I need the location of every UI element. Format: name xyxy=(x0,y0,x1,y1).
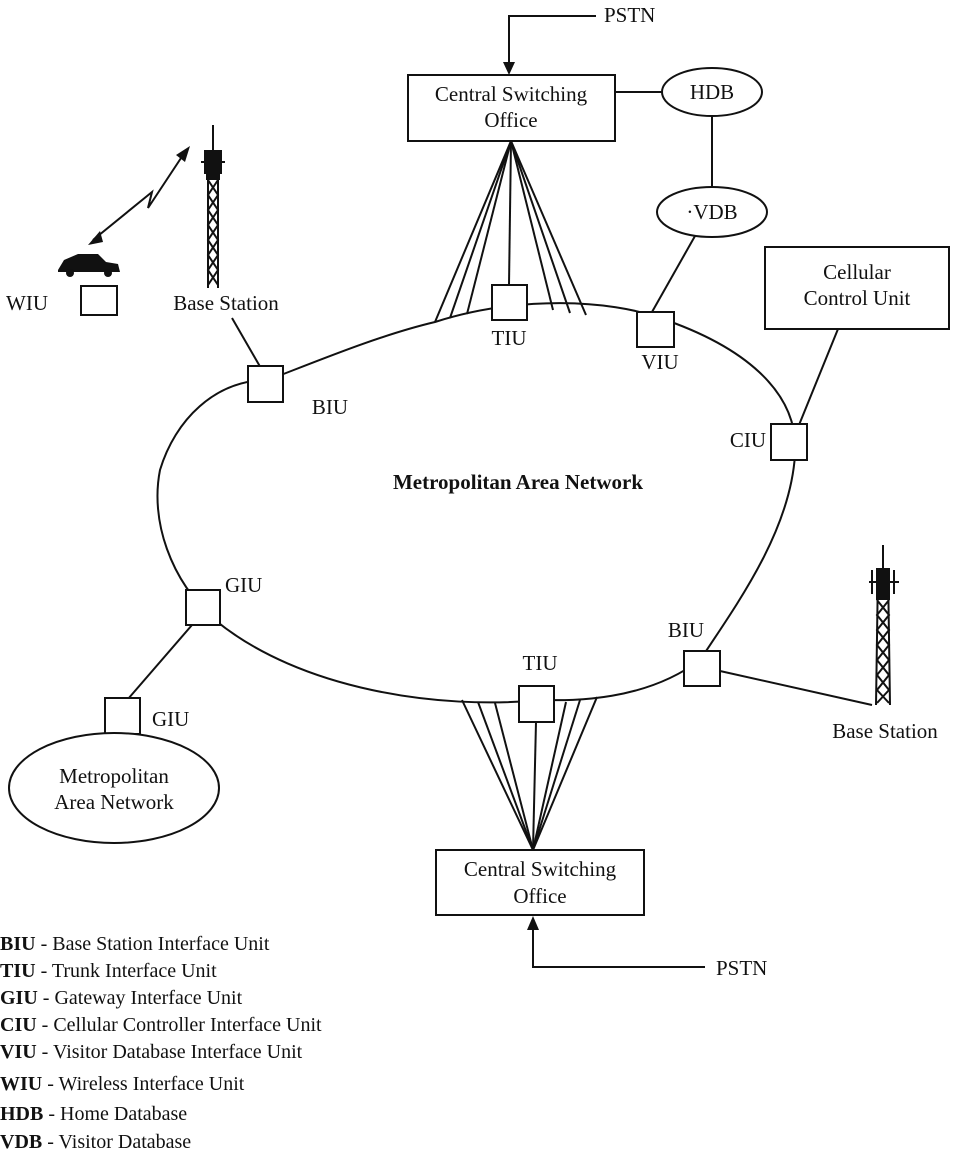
top-office-line1: Central Switching xyxy=(435,82,588,106)
secondary-network-line2: Area Network xyxy=(54,790,174,814)
biu-right-label: BIU xyxy=(668,618,704,642)
tiu-top-label: TIU xyxy=(492,326,527,350)
giu-remote-label: GIU xyxy=(152,707,189,731)
base-station-tower-right-icon xyxy=(869,545,899,706)
viu-node xyxy=(636,311,675,348)
wiu-node xyxy=(80,285,118,316)
legend-item: GIU - Gateway Interface Unit xyxy=(0,987,243,1009)
base-station-biu-link xyxy=(231,317,263,371)
giu-ring-label: GIU xyxy=(225,573,262,597)
tiu-bottom-node xyxy=(518,685,555,723)
biu-left-label: BIU xyxy=(312,395,348,419)
top-pstn-line xyxy=(508,15,596,64)
vdb-database xyxy=(656,186,768,238)
giu-link xyxy=(127,624,193,700)
bottom-office-line2: Office xyxy=(513,884,566,908)
control-unit-line1: Cellular xyxy=(823,260,891,284)
tiu-bottom-label: TIU xyxy=(523,651,558,675)
base-station-right-label: Base Station xyxy=(832,719,938,743)
bottom-switching-office xyxy=(435,849,645,916)
network-title: Metropolitan Area Network xyxy=(393,470,643,494)
top-office-line2: Office xyxy=(484,108,537,132)
wireless-link-icon xyxy=(88,146,190,245)
secondary-network xyxy=(8,732,220,844)
biu-left-node xyxy=(247,365,284,403)
car-icon xyxy=(58,254,120,277)
base-station-tower-left-icon xyxy=(201,125,225,288)
cellular-control-unit xyxy=(764,246,950,330)
giu-ring-node xyxy=(185,589,221,626)
bottom-pstn-label: PSTN xyxy=(716,956,767,980)
top-pstn-label: PSTN xyxy=(604,3,655,27)
viu-label: VIU xyxy=(641,350,678,374)
bottom-trunk-lines xyxy=(461,696,598,851)
control-unit-line2: Control Unit xyxy=(804,286,911,310)
legend-item: VIU - Visitor Database Interface Unit xyxy=(0,1041,303,1063)
top-pstn-arrowhead xyxy=(503,62,515,75)
legend-item: BIU - Base Station Interface Unit xyxy=(0,933,270,955)
legend-item: WIU - Wireless Interface Unit xyxy=(0,1073,245,1095)
biu-right-node xyxy=(683,650,721,687)
secondary-network-line1: Metropolitan xyxy=(59,764,169,788)
top-switching-office xyxy=(407,74,616,142)
legend-item: TIU - Trunk Interface Unit xyxy=(0,960,217,982)
bottom-office-line1: Central Switching xyxy=(464,857,617,881)
legend-item: HDB - Home Database xyxy=(0,1103,187,1125)
vdb-label: ·VDB xyxy=(686,200,737,224)
ciu-node xyxy=(770,423,808,461)
vdb-viu-link xyxy=(651,235,696,313)
legend-item: VDB - Visitor Database xyxy=(0,1131,191,1153)
giu-remote-node xyxy=(104,697,141,735)
wiu-label: WIU xyxy=(6,291,48,315)
control-ciu-link xyxy=(798,328,839,426)
bottom-pstn-arrowhead xyxy=(527,916,539,930)
biu-base-station-link xyxy=(719,670,873,706)
man-ring xyxy=(156,302,797,704)
hdb-label: HDB xyxy=(690,80,734,104)
tiu-top-node xyxy=(491,284,528,321)
top-trunk-lines xyxy=(434,140,587,323)
legend: BIU - Base Station Interface Unit TIU - … xyxy=(0,933,322,1153)
ciu-label: CIU xyxy=(730,428,766,452)
legend-item: CIU - Cellular Controller Interface Unit xyxy=(0,1014,322,1036)
bottom-pstn-line xyxy=(532,928,705,968)
base-station-left-label: Base Station xyxy=(173,291,279,315)
